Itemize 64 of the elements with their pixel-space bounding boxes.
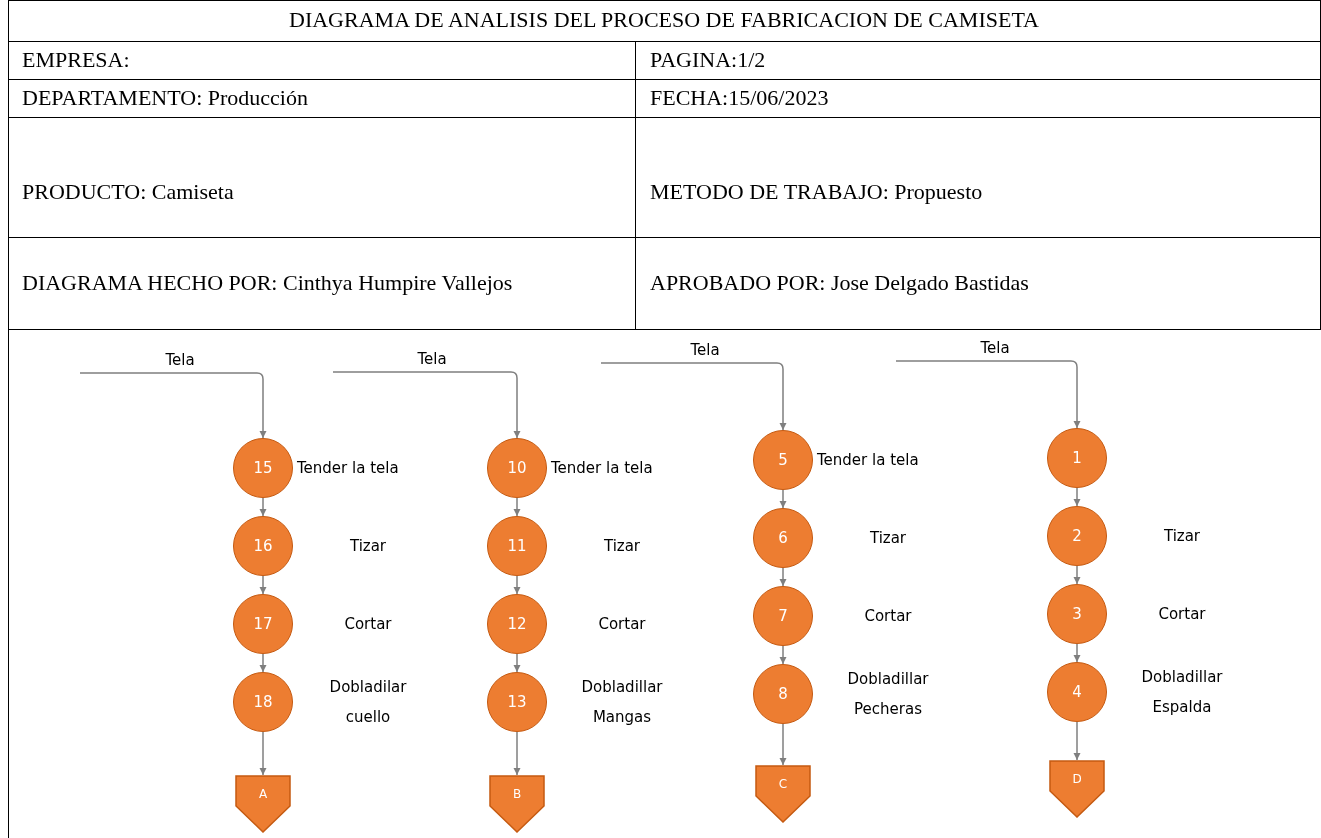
step-label: Tender la tela <box>817 450 919 471</box>
operation-circle: 13 <box>487 672 547 732</box>
operation-circle: 11 <box>487 516 547 576</box>
operation-circle: 7 <box>753 586 813 646</box>
flow-arrow <box>259 731 267 776</box>
step-label: Cortar <box>863 606 913 627</box>
flow-arrow <box>600 362 787 431</box>
step-label: Dobladillar Mangas <box>580 677 664 728</box>
table-cell: PAGINA:1/2 <box>636 42 1321 80</box>
operation-circle: 17 <box>233 594 293 654</box>
off-page-connector: D <box>1049 760 1105 818</box>
step-label: Dobladilar cuello <box>328 677 408 728</box>
step-label: Dobladillar Pecheras <box>846 669 930 720</box>
step-label: Tizar <box>868 528 908 549</box>
flow-arrow <box>79 372 267 439</box>
step-label: Cortar <box>597 614 647 635</box>
flow-arrow <box>513 575 521 595</box>
flow-arrow <box>895 360 1081 429</box>
step-label: Tizar <box>1162 526 1202 547</box>
table-cell: DEPARTAMENTO: Producción <box>8 80 636 118</box>
step-label: Tender la tela <box>297 458 399 479</box>
operation-circle: 3 <box>1047 584 1107 644</box>
operation-circle: 12 <box>487 594 547 654</box>
flow-arrow <box>779 645 787 665</box>
operation-circle: 4 <box>1047 662 1107 722</box>
flow-arrow <box>779 489 787 509</box>
operation-circle: 8 <box>753 664 813 724</box>
flow-arrow <box>513 731 521 776</box>
off-page-connector: C <box>755 765 811 823</box>
flow-arrow <box>332 371 521 439</box>
table-cell: PRODUCTO: Camiseta <box>8 118 636 238</box>
off-page-connector: A <box>235 775 291 833</box>
table-cell: DIAGRAMA HECHO POR: Cinthya Humpire Vallejos <box>8 238 636 330</box>
step-label: Tizar <box>602 536 642 557</box>
flow-arrow <box>779 567 787 587</box>
step-label: Tizar <box>348 536 388 557</box>
operation-circle: 18 <box>233 672 293 732</box>
flow-arrow <box>513 497 521 517</box>
operation-circle: 16 <box>233 516 293 576</box>
operation-circle: 6 <box>753 508 813 568</box>
step-label: Cortar <box>343 614 393 635</box>
title-cell: DIAGRAMA DE ANALISIS DEL PROCESO DE FABRICACION DE CAMISETA <box>8 0 1321 42</box>
flow-arrow <box>513 653 521 673</box>
table-cell: APROBADO POR: Jose Delgado Bastidas <box>636 238 1321 330</box>
off-page-connector: B <box>489 775 545 833</box>
flow-arrow <box>259 575 267 595</box>
step-label: Cortar <box>1157 604 1207 625</box>
operation-circle: 15 <box>233 438 293 498</box>
flow-arrow <box>779 723 787 766</box>
step-label: Dobladillar Espalda <box>1140 667 1224 718</box>
operation-circle: 10 <box>487 438 547 498</box>
table-cell: EMPRESA: <box>8 42 636 80</box>
flow-arrow <box>1073 487 1081 507</box>
flow-arrow <box>1073 565 1081 585</box>
operation-circle: 2 <box>1047 506 1107 566</box>
flow-arrow <box>1073 721 1081 761</box>
table-cell: FECHA:15/06/2023 <box>636 80 1321 118</box>
flow-arrow <box>259 653 267 673</box>
flow-arrow <box>1073 643 1081 663</box>
flow-arrow <box>259 497 267 517</box>
operation-circle: 1 <box>1047 428 1107 488</box>
table-cell: METODO DE TRABAJO: Propuesto <box>636 118 1321 238</box>
step-label: Tender la tela <box>551 458 653 479</box>
operation-circle: 5 <box>753 430 813 490</box>
